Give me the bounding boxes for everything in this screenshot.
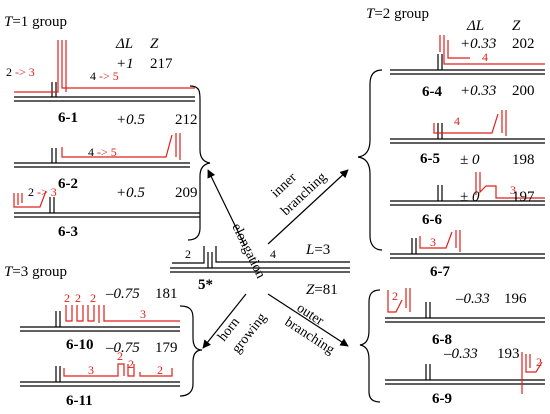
delta-6-11: –0.75 [105,340,140,356]
structure-6-4: 4 [390,35,545,75]
header-z-left: Z [150,36,159,52]
center-z: Z=81 [306,282,338,298]
label-6-8: 6-8 [432,332,452,348]
arrow-horn-growing [202,293,247,349]
arrow-inner-branching [267,169,349,245]
annotation-6-10-a: 2 [64,291,70,305]
label-6-1: 6-1 [58,110,78,126]
label-6-4: 6-4 [422,84,442,100]
delta-6-1: +1 [116,56,134,72]
structure-6-11: 3 2 2 2 [20,349,180,387]
group-heading-t2: T=2 group [366,6,429,22]
label-6-6: 6-6 [422,212,442,228]
brace-bottom-left [179,305,203,397]
header-delta-l-left: ΔL [115,36,133,52]
annotation-6-1-a: 2 -> 3 [6,65,35,79]
structure-6-10: 2 2 2 3 [20,291,180,332]
label-6-5: 6-5 [420,151,440,167]
delta-6-7: ± 0 [460,189,480,205]
label-6-3: 6-3 [58,224,78,240]
z-6-3: 209 [175,185,198,201]
label-5-star: 5* [198,277,213,293]
group-heading-t3: T=3 group [4,264,67,280]
structure-5-star [170,246,350,273]
structure-6-5: 4 [390,110,545,144]
annotation-6-6: 3 [510,183,516,197]
arrow-elongation [207,169,246,247]
header-delta-l-right: ΔL [466,18,484,34]
annotation-6-11-c: 2 [128,357,134,371]
delta-6-2: +0.5 [116,112,145,128]
annotation-6-11-b: 2 [117,349,123,363]
delta-6-4: +0.33 [460,36,496,52]
brace-bottom-right [359,289,381,403]
center-length-b: 4 [270,247,276,261]
z-6-10: 181 [155,286,178,302]
structure-6-7: 3 [390,230,545,259]
brace-top-left [187,85,211,241]
structure-6-3: 2 -> 3 [13,185,200,218]
delta-6-10: –0.75 [105,286,140,302]
structure-6-1: 2 -> 3 4 -> 5 [6,40,195,102]
header-z-right: Z [512,18,521,34]
z-6-1: 217 [150,56,173,72]
delta-6-3: +0.5 [116,185,145,201]
annotation-6-10-b: 2 [75,291,81,305]
annotation-6-2: 4 -> 5 [88,145,117,159]
delta-6-9: –0.33 [443,346,478,362]
structure-6-9: 2 [385,352,545,394]
arrow-outer-branching [267,293,349,347]
annotation-6-10-d: 3 [140,307,146,321]
center-l: L=3 [305,242,330,258]
delta-6-6: ± 0 [460,152,480,168]
label-6-11: 6-11 [66,393,93,409]
annotation-6-11-d: 2 [157,363,163,377]
label-6-2: 6-2 [58,176,78,192]
annotation-6-11-a: 3 [88,363,94,377]
z-6-2: 212 [175,112,198,128]
z-6-6: 198 [512,152,535,168]
group-heading-t1: T=1 group [4,14,67,30]
annotation-6-10-c: 2 [90,291,96,305]
annotation-6-4: 4 [482,50,488,64]
z-6-5: 200 [512,83,535,99]
annotation-6-7: 3 [430,235,436,249]
structure-6-2: 4 -> 5 [14,133,190,168]
z-6-11: 179 [155,340,178,356]
structure-6-6: 3 [390,172,545,206]
z-6-7: 197 [512,189,535,205]
delta-6-8: –0.33 [455,291,490,307]
annotation-6-9: 2 [536,355,542,369]
annotation-6-1-b: 4 -> 5 [90,69,119,83]
annotation-6-3: 2 -> 3 [28,185,57,199]
delta-6-5: +0.33 [460,83,496,99]
label-6-9: 6-9 [432,391,452,407]
brace-top-right [357,69,383,251]
z-6-8: 196 [504,291,527,307]
center-length-a: 2 [185,247,191,261]
annotation-6-8: 2 [392,289,398,303]
annotation-6-5: 4 [454,114,460,128]
structure-6-8: 2 [385,288,545,323]
label-6-7: 6-7 [430,264,450,280]
z-6-4: 202 [512,36,535,52]
label-6-10: 6-10 [66,337,94,353]
z-6-9: 193 [497,346,520,362]
